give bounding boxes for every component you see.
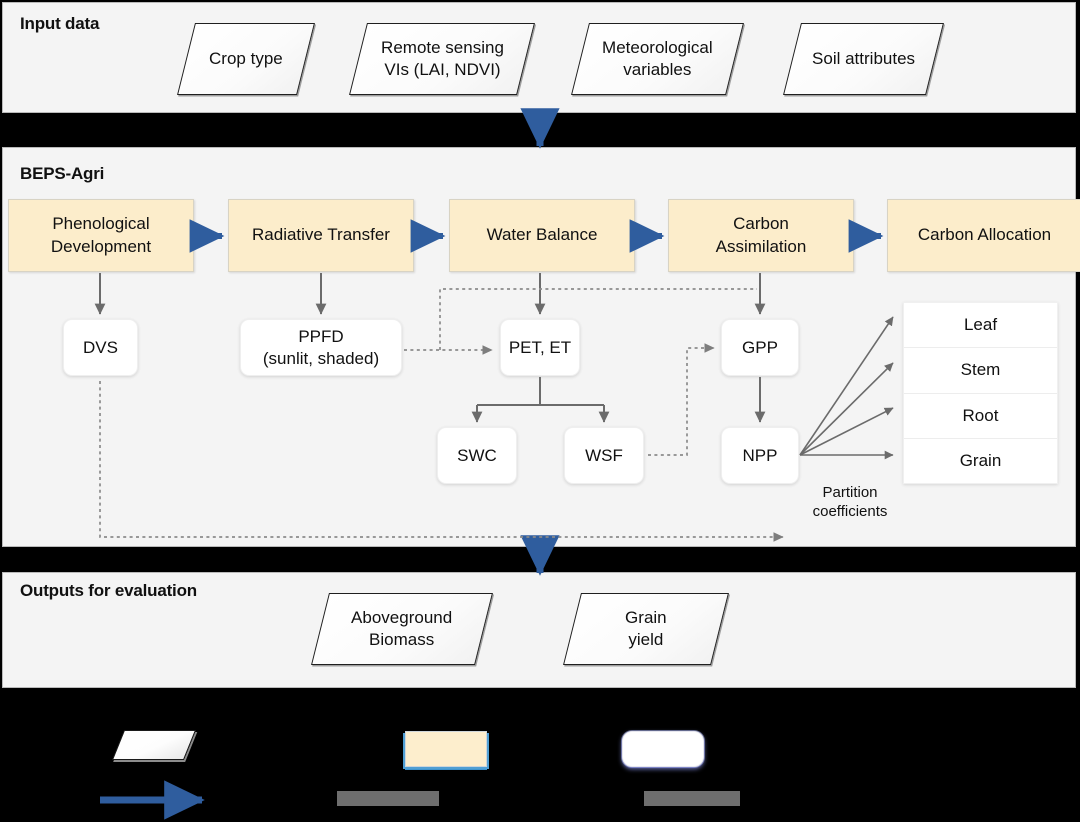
legend-label-redaction bbox=[644, 791, 740, 806]
stage-box-carbon-allocation: Carbon Allocation bbox=[887, 199, 1080, 272]
input-node-meteorological-label: Meteorological variables bbox=[602, 38, 713, 79]
partition-coefficients-label: Partition coefficients bbox=[812, 484, 888, 520]
legend-tan-box-swatch bbox=[405, 731, 487, 767]
input-node-remote-sensing-label: Remote sensing VIs (LAI, NDVI) bbox=[380, 38, 504, 79]
beps-agri-panel-title: BEPS-Agri bbox=[20, 164, 105, 183]
stage-box-carbon-assimilation: Carbon Assimilation bbox=[668, 199, 854, 272]
input-data-panel-title: Input data bbox=[20, 14, 100, 33]
table-row: Leaf bbox=[904, 303, 1057, 349]
input-node-remote-sensing: Remote sensing VIs (LAI, NDVI) bbox=[349, 23, 535, 95]
output-node-aboveground-biomass: Aboveground Biomass bbox=[311, 593, 493, 665]
variable-box-swc: SWC bbox=[437, 427, 517, 484]
outputs-panel-title: Outputs for evaluation bbox=[20, 581, 197, 600]
legend-label-redaction bbox=[337, 791, 439, 806]
variable-box-ppfd: PPFD (sunlit, shaded) bbox=[240, 319, 402, 376]
input-node-meteorological: Meteorological variables bbox=[571, 23, 744, 95]
table-row: Stem bbox=[904, 348, 1057, 394]
variable-box-pet-et: PET, ET bbox=[500, 319, 580, 376]
partition-destinations-table: Leaf Stem Root Grain bbox=[903, 302, 1058, 484]
input-node-soil-attributes: Soil attributes bbox=[783, 23, 944, 95]
input-node-crop-type: Crop type bbox=[177, 23, 315, 95]
table-row: Grain bbox=[959, 450, 1002, 470]
stage-box-radiative-transfer: Radiative Transfer bbox=[228, 199, 414, 272]
stage-box-water-balance: Water Balance bbox=[449, 199, 635, 272]
output-node-grain-yield-label: Grain yield bbox=[625, 608, 667, 649]
variable-box-wsf: WSF bbox=[564, 427, 644, 484]
legend-white-box-swatch bbox=[622, 731, 704, 767]
legend-parallelogram-swatch bbox=[111, 730, 197, 760]
variable-box-gpp: GPP bbox=[721, 319, 799, 376]
outputs-panel bbox=[2, 572, 1076, 688]
input-node-crop-type-label: Crop type bbox=[209, 49, 283, 69]
table-row: Root bbox=[904, 394, 1057, 439]
output-node-grain-yield: Grain yield bbox=[563, 593, 729, 665]
variable-box-dvs: DVS bbox=[63, 319, 138, 376]
stage-box-phenological-development: Phenological Development bbox=[8, 199, 194, 272]
output-node-aboveground-biomass-label: Aboveground Biomass bbox=[351, 608, 453, 649]
variable-box-npp: NPP bbox=[721, 427, 799, 484]
input-node-soil-attributes-label: Soil attributes bbox=[812, 49, 915, 69]
